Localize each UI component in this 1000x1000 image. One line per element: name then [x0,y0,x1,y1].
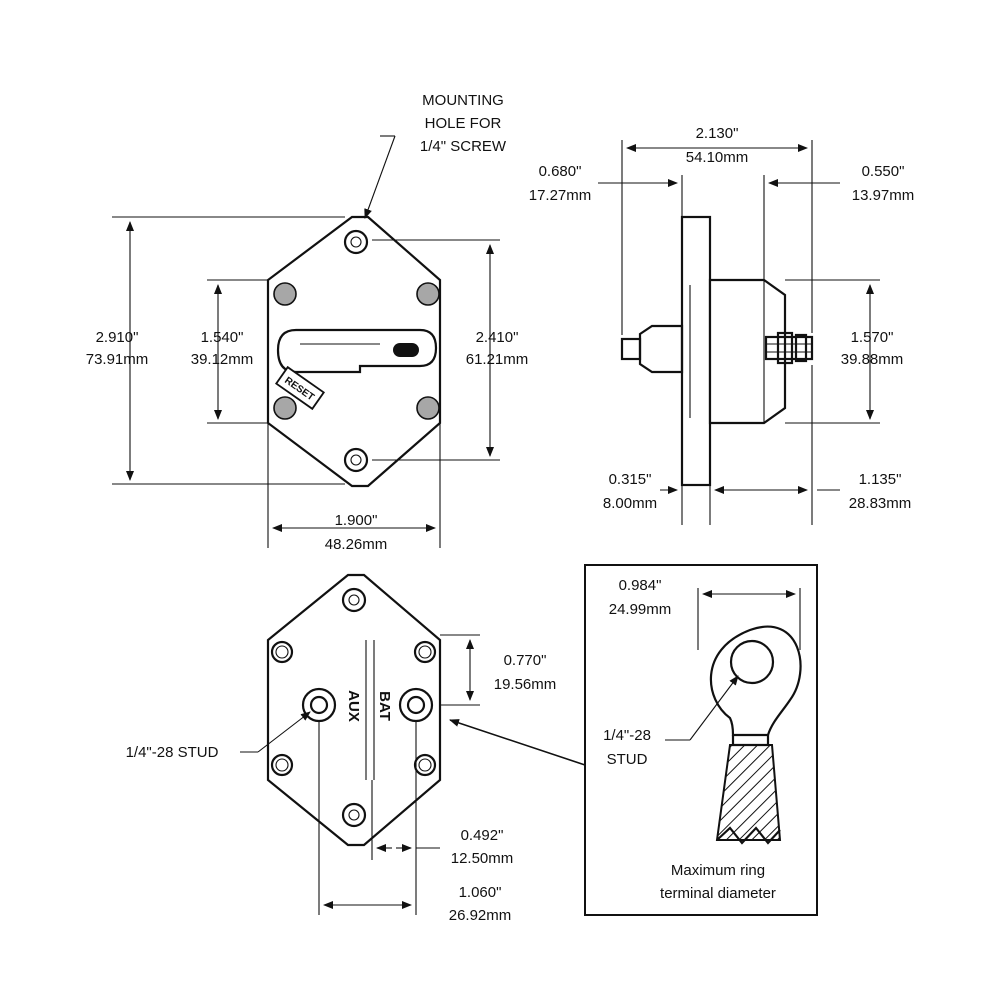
front-mount-hole-top [343,229,369,255]
dim-flange-in: 0.315" [609,471,652,488]
dim-stud-offset-mm: 19.56mm [494,676,557,693]
dim-flange-mm: 8.00mm [603,495,657,512]
aux-label: AUX [345,690,362,722]
side-view: 2.130" 54.10mm 0.680" 17.27mm 0.550" 13.… [529,125,915,525]
front-mount-hole-bottom [343,447,369,473]
ring-stud-label-2: STUD [607,751,648,768]
back-screw-tl [270,640,294,664]
front-screw-tr [416,282,440,306]
ring-hole [729,639,775,685]
dim-height-body-in: 2.410" [476,329,519,346]
ring-terminal-panel: 0.984" 24.99mm 1/4"-28 STUD Maximum ring… [584,564,818,916]
dim-width-mm: 48.26mm [325,536,388,553]
ring-caption-2: terminal diameter [660,885,776,902]
lever-indicator [393,343,419,357]
dim-stud-center-mm: 12.50mm [451,850,514,867]
bat-label: BAT [376,691,393,721]
mounting-callout-1: MOUNTING [422,92,504,109]
ring-dim-mm: 24.99mm [609,601,672,618]
dim-stud-right-in: 0.550" [862,163,905,180]
front-body-outline [266,215,442,488]
ring-stud-label-1: 1/4"-28 [603,727,651,744]
dim-stud-offset-in: 0.770" [504,652,547,669]
dim-side-height-mm: 39.88mm [841,351,904,368]
ring-wire [715,744,782,841]
dim-stud-right-mm: 13.97mm [852,187,915,204]
dim-height-overall-mm: 73.91mm [86,351,149,368]
dim-body-depth-mm: 28.83mm [849,495,912,512]
back-mount-hole-top [341,587,367,613]
dim-hole-spacing-mm: 39.12mm [191,351,254,368]
front-screw-br [416,396,440,420]
back-body-outline [266,573,442,847]
ring-dim-in: 0.984" [619,577,662,594]
dim-width-in: 1.900" [335,512,378,529]
side-left-stud [620,337,642,361]
front-view: RESET MOUNTING HOLE FOR 1/4" SCREW 2.910… [86,92,529,553]
side-flange [680,215,712,487]
dim-height-overall-in: 2.910" [96,329,139,346]
mounting-callout-2: HOLE FOR [425,115,502,132]
dim-body-depth-in: 1.135" [859,471,902,488]
ring-caption-1: Maximum ring [671,862,765,879]
back-screw-br [413,753,437,777]
back-view: AUX BAT 1/4"-28 STUD 0.770" 19.56mm 0.49… [126,573,586,924]
dim-depth-overall-mm: 54.10mm [686,149,749,166]
dim-height-body-mm: 61.21mm [466,351,529,368]
dim-depth-overall-in: 2.130" [696,125,739,142]
dim-stud-spacing-mm: 26.92mm [449,907,512,924]
side-right-stud [764,335,814,361]
dim-stud-left-mm: 17.27mm [529,187,592,204]
front-screw-tl [273,282,297,306]
mounting-callout-3: 1/4" SCREW [420,138,507,155]
front-screw-bl [273,396,297,420]
bat-stud [398,687,434,723]
ring-terminal-frame [584,564,818,916]
dim-hole-spacing-in: 1.540" [201,329,244,346]
dim-stud-spacing-in: 1.060" [459,884,502,901]
reset-lever [276,328,438,374]
dim-stud-left-in: 0.680" [539,163,582,180]
aux-stud [301,687,337,723]
dim-stud-center-in: 0.492" [461,827,504,844]
reset-tab [274,365,326,411]
back-stud-label: 1/4"-28 STUD [126,744,219,761]
dim-side-height-in: 1.570" [851,329,894,346]
back-mount-hole-bottom [341,802,367,828]
back-screw-tr [413,640,437,664]
back-screw-bl [270,753,294,777]
